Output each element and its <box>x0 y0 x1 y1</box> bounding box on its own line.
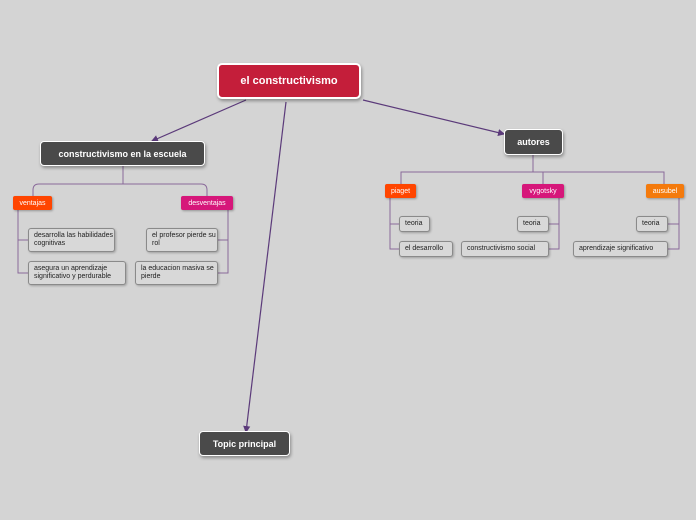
vygotsky-item-2[interactable]: constructivismo social <box>461 241 549 257</box>
connector-root-topic <box>243 101 287 434</box>
school-node[interactable]: constructivismo en la escuela <box>40 141 205 166</box>
connector-root-school <box>150 99 247 142</box>
ausubel-node[interactable]: ausubel <box>646 184 684 198</box>
desventajas-item-1[interactable]: el profesor pierde su rol <box>146 228 218 252</box>
ausubel-item-2[interactable]: aprendizaje significativo <box>573 241 668 257</box>
ausubel-item-1[interactable]: teoria <box>636 216 668 232</box>
vygotsky-node[interactable]: vygotsky <box>522 184 564 198</box>
desventajas-node[interactable]: desventajas <box>181 196 233 210</box>
piaget-item-1[interactable]: teoria <box>399 216 430 232</box>
autores-node[interactable]: autores <box>504 129 563 155</box>
root-node[interactable]: el constructivismo <box>217 63 361 99</box>
desventajas-item-2[interactable]: la educacion masiva se pierde <box>135 261 218 285</box>
ventajas-item-1[interactable]: desarrolla las habilidades cognitivas <box>28 228 115 252</box>
connector-root-autores <box>362 99 506 137</box>
ventajas-node[interactable]: ventajas <box>13 196 52 210</box>
piaget-item-2[interactable]: el desarrollo <box>399 241 453 257</box>
ventajas-item-2[interactable]: asegura un aprendizaje significativo y p… <box>28 261 126 285</box>
piaget-node[interactable]: piaget <box>385 184 416 198</box>
topic-node[interactable]: Topic principal <box>199 431 290 456</box>
vygotsky-item-1[interactable]: teoria <box>517 216 549 232</box>
